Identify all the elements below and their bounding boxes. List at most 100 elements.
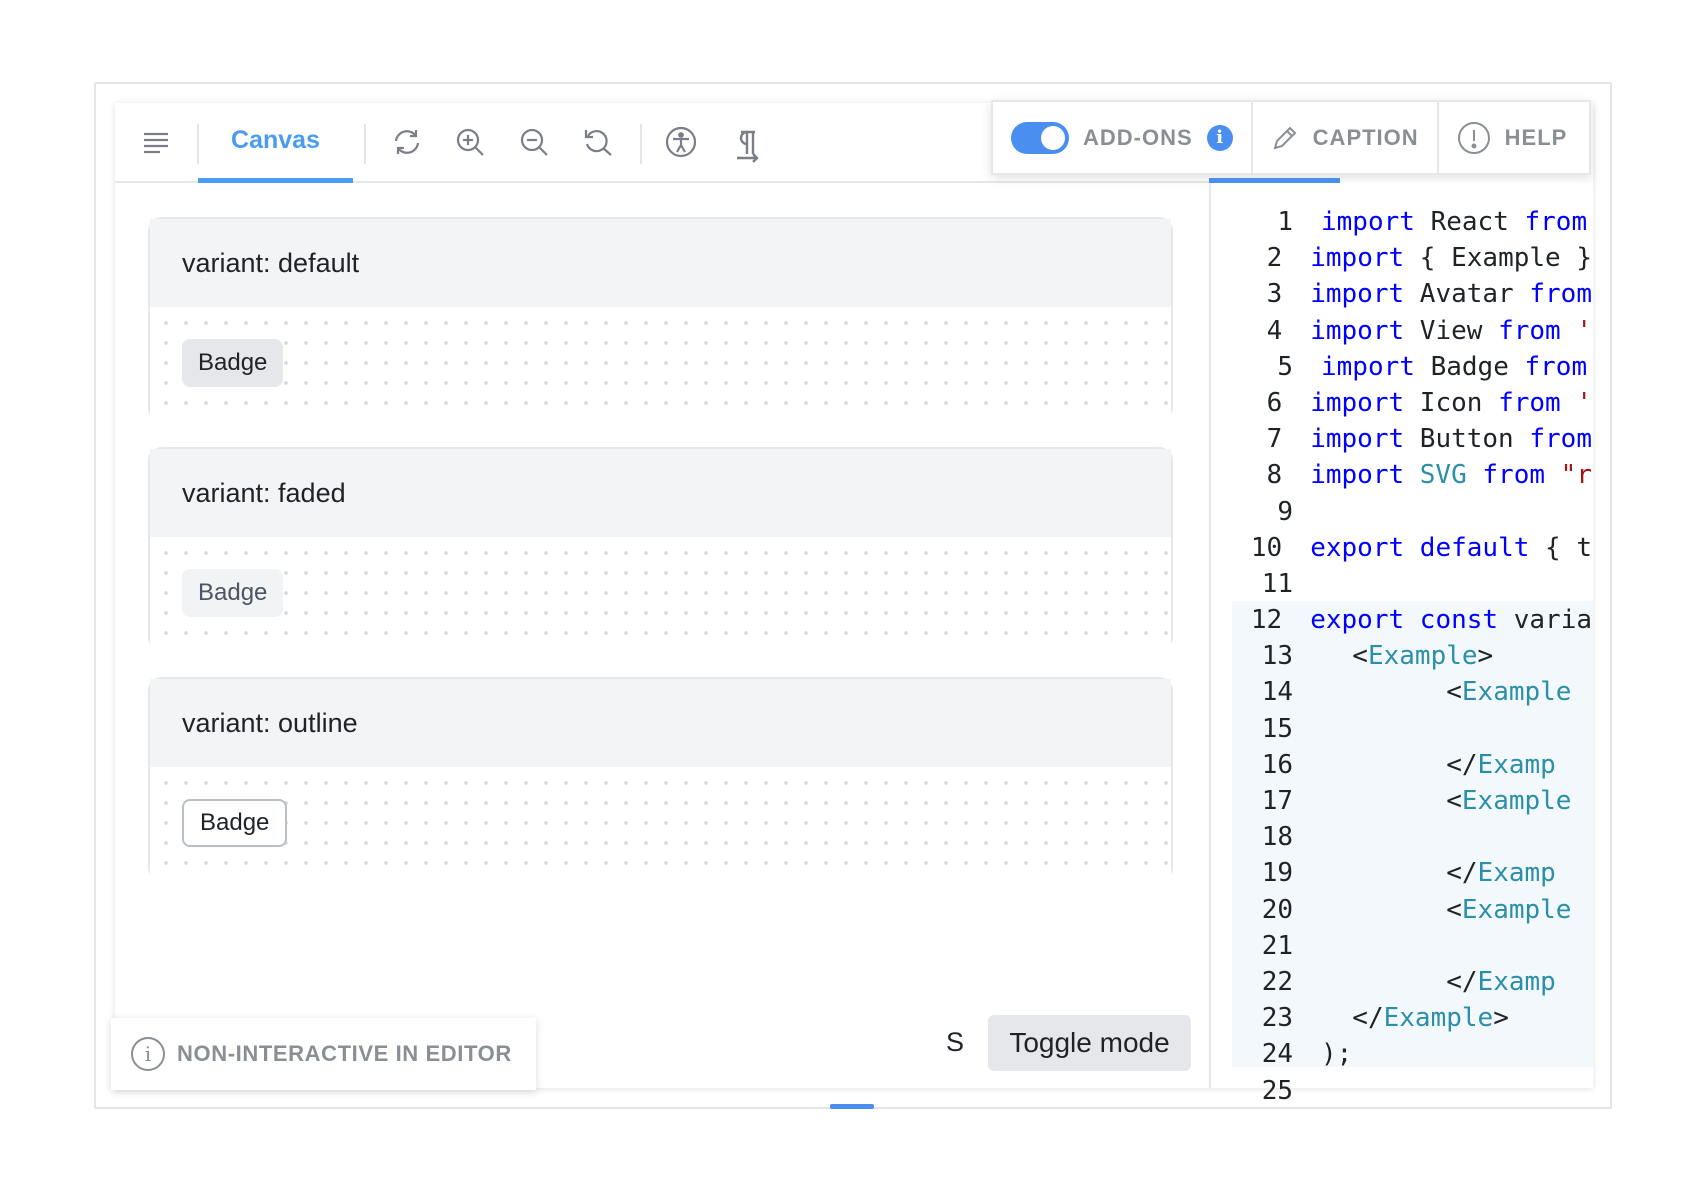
card-preview: Badge (150, 537, 1171, 651)
tab-canvas[interactable]: Canvas (198, 103, 353, 183)
badge-outline: Badge (182, 799, 288, 847)
code-token: > (1493, 1003, 1509, 1034)
caption-button[interactable]: CAPTION (1253, 102, 1439, 173)
code-text: export default { t (1282, 530, 1592, 566)
line-number: 21 (1261, 930, 1293, 961)
story-card-outline: variant: outline Badge (148, 677, 1173, 881)
shortcut-key: S (946, 1027, 965, 1057)
refresh-icon[interactable] (389, 124, 425, 160)
code-token: < (1321, 786, 1462, 816)
code-token: > (1477, 641, 1494, 672)
code-line: 19 </Examp (1209, 855, 1592, 891)
line-number: 22 (1261, 966, 1293, 997)
code-line: 23 </Example> (1209, 1000, 1592, 1036)
code-token: Icon (1404, 387, 1499, 418)
toolbar-separator (364, 124, 366, 164)
line-number: 17 (1261, 786, 1293, 816)
code-token: import (1321, 207, 1415, 237)
code-token: import (1321, 351, 1415, 382)
code-token: import (1310, 460, 1405, 491)
code-token: </ (1321, 966, 1478, 997)
code-text: import SVG from "r (1282, 457, 1592, 493)
code-text (1293, 928, 1321, 964)
code-text: ); (1293, 1036, 1352, 1072)
story-card-faded: variant: faded Badge (148, 447, 1173, 651)
code-text (1293, 819, 1321, 855)
addons-label: ADD-ONS (1083, 124, 1193, 150)
caption-label: CAPTION (1312, 124, 1419, 150)
sidebar-toggle-icon[interactable] (138, 124, 174, 160)
line-number: 13 (1261, 641, 1293, 672)
code-token: Badge (1414, 351, 1525, 382)
paragraph-icon[interactable] (728, 128, 764, 164)
code-token: </ (1321, 749, 1478, 780)
code-text: </Example> (1293, 1000, 1509, 1036)
code-line: 13 <Example> (1209, 638, 1592, 674)
line-number: 24 (1261, 1039, 1293, 1070)
code-token: import (1310, 279, 1405, 310)
code-token: Button (1404, 424, 1530, 455)
code-line: 18 (1209, 819, 1592, 855)
addons-toggle[interactable] (1011, 121, 1069, 154)
line-number: 6 (1266, 387, 1283, 418)
code-text: <Example (1293, 783, 1571, 819)
toggle-mode-button[interactable]: Toggle mode (988, 1015, 1191, 1071)
accessibility-icon[interactable] (663, 124, 699, 160)
code-line: 14 <Example (1209, 674, 1592, 710)
code-token: Example (1367, 641, 1478, 672)
line-number: 5 (1277, 351, 1293, 382)
code-token: from (1529, 279, 1592, 310)
zoom-reset-icon[interactable] (580, 124, 616, 160)
code-highlight (1232, 601, 1593, 1067)
info-icon: i (131, 1037, 165, 1071)
code-token: React (1414, 207, 1525, 237)
code-text: import View from ' (1282, 313, 1592, 349)
code-token (1467, 460, 1483, 490)
code-token: Examp (1477, 749, 1556, 780)
code-token: const (1419, 605, 1499, 636)
code-token: varia (1498, 605, 1592, 636)
code-text (1293, 1073, 1321, 1109)
code-line: 21 (1209, 928, 1592, 964)
zoom-in-icon[interactable] (452, 124, 488, 160)
code-token: export (1310, 605, 1405, 636)
code-text: <Example> (1293, 638, 1493, 674)
card-title: variant: outline (150, 679, 1171, 767)
help-icon (1457, 121, 1490, 154)
code-token: ' (1560, 387, 1592, 418)
line-number: 23 (1261, 1003, 1293, 1034)
line-number: 3 (1266, 279, 1283, 310)
code-token: Example (1461, 894, 1572, 925)
zoom-out-icon[interactable] (516, 124, 552, 160)
code-token: { Example } (1404, 243, 1592, 274)
noninteractive-label: NON-INTERACTIVE IN EDITOR (177, 1041, 512, 1066)
code-line: 22 </Examp (1209, 964, 1592, 1000)
help-label: HELP (1504, 124, 1568, 150)
code-token: Examp (1477, 966, 1556, 997)
code-text: </Examp (1293, 747, 1556, 783)
line-number: 14 (1261, 677, 1293, 708)
resize-handle[interactable] (830, 1104, 874, 1109)
line-number: 16 (1261, 749, 1293, 780)
code-tab-indicator (1209, 178, 1340, 183)
code-token: from (1498, 315, 1561, 346)
code-token: </ (1321, 858, 1478, 889)
code-token: View (1404, 315, 1499, 346)
code-token (1404, 605, 1420, 635)
code-text: <Example (1293, 674, 1571, 710)
code-token: default (1419, 532, 1530, 563)
info-icon[interactable]: i (1206, 124, 1233, 151)
code-token: Examp (1477, 858, 1556, 889)
toolbar-separator (640, 124, 642, 164)
card-title: variant: faded (150, 449, 1171, 537)
help-button[interactable]: HELP (1439, 102, 1586, 173)
toolbar-separator (197, 124, 199, 164)
code-token: export (1310, 532, 1405, 563)
code-token: Example (1383, 1003, 1494, 1034)
code-token: < (1321, 641, 1368, 672)
code-token: from (1524, 207, 1588, 237)
